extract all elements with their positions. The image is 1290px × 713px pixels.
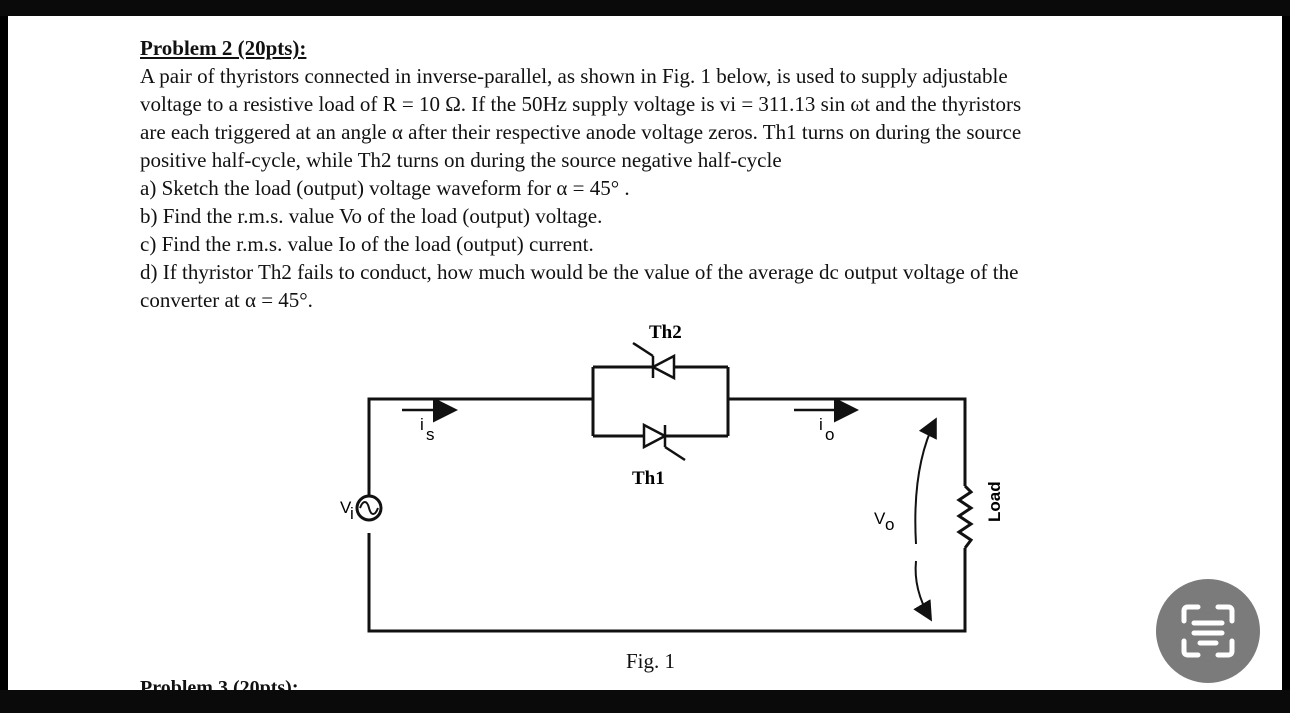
load-label: Load	[985, 481, 1004, 522]
is-label: i	[420, 415, 424, 434]
problem-line: voltage to a resistive load of R = 10 Ω.…	[140, 92, 1022, 116]
io-label: i	[819, 415, 823, 434]
document-page: Problem 2 (20pts): A pair of thyristors …	[8, 16, 1282, 690]
wire-left-top	[367, 397, 593, 520]
vo-arrow-top	[914, 417, 937, 545]
figure-caption: Fig. 1	[626, 649, 676, 673]
source-label-sub: i	[350, 504, 354, 523]
problem-part-b: b) Find the r.m.s. value Vo of the load …	[140, 204, 603, 228]
text-scan-icon	[1181, 604, 1235, 658]
problem-line: are each triggered at an angle α after t…	[140, 120, 1022, 144]
problem-part-a: a) Sketch the load (output) voltage wave…	[140, 176, 630, 200]
problem-line: A pair of thyristors connected in invers…	[140, 64, 1008, 88]
problem-part-d-cont: converter at α = 45°.	[140, 288, 313, 312]
vo-label: V	[874, 509, 886, 528]
problem-title: Problem 2 (20pts):	[140, 36, 307, 60]
is-label-sub: s	[426, 425, 435, 444]
ac-source-symbol	[355, 494, 383, 522]
th2-label: Th2	[649, 322, 682, 343]
top-black-bar	[0, 0, 1290, 16]
vo-arrow-bottom	[913, 560, 933, 622]
vo-label-sub: o	[885, 515, 894, 534]
problem-part-c: c) Find the r.m.s. value Io of the load …	[140, 232, 594, 256]
bottom-black-bar	[0, 690, 1290, 713]
circuit-diagram: Th2 Th1 V i i s i o V o Load	[340, 322, 1004, 633]
source-label: V	[340, 498, 352, 517]
text-scan-button[interactable]	[1156, 579, 1260, 683]
th1-label: Th1	[632, 468, 665, 489]
io-label-sub: o	[825, 425, 834, 444]
th1-thyristor-symbol	[642, 422, 686, 462]
problem-line: positive half-cycle, while Th2 turns on …	[140, 148, 782, 172]
problem-part-d: d) If thyristor Th2 fails to conduct, ho…	[140, 260, 1019, 284]
wire-right-top	[367, 397, 967, 633]
next-problem-title-cut: Problem 3 (20pts):	[140, 677, 299, 690]
th2-thyristor-symbol	[632, 341, 676, 381]
load-resistor-symbol	[956, 484, 974, 549]
problem-text: Problem 2 (20pts): A pair of thyristors …	[140, 34, 1170, 314]
